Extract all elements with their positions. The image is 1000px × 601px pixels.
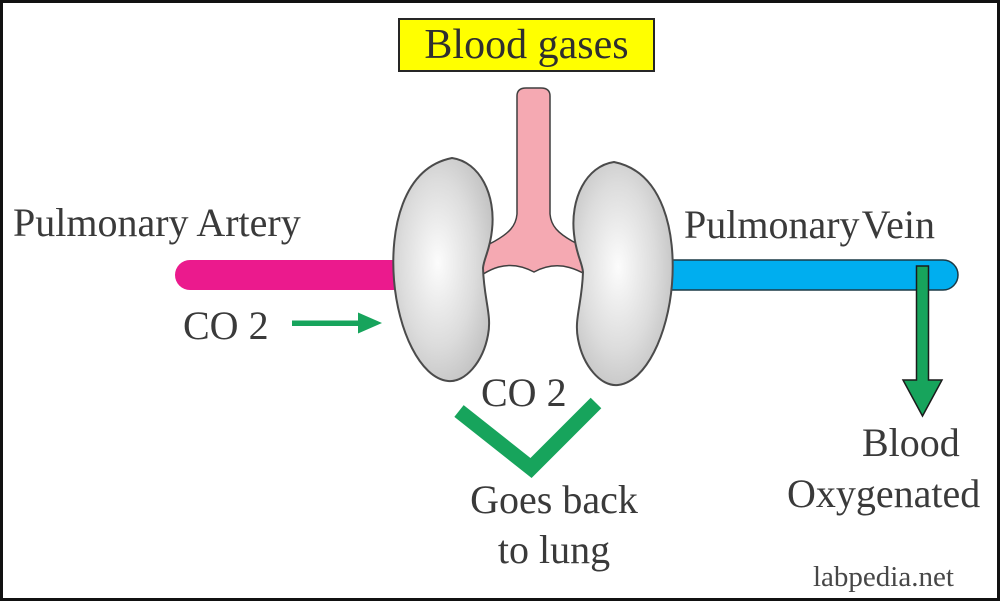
blood-gases-title: Blood gases — [398, 18, 655, 72]
co2-in-label: CO 2 — [183, 303, 269, 348]
left-lung — [392, 156, 494, 383]
pulmonary-artery-tube — [175, 260, 423, 290]
co2-return-label-line2: to lung — [497, 527, 611, 572]
oxygenated-blood-label-line1: Blood — [862, 420, 960, 465]
co2-return-chevron-icon — [454, 397, 602, 479]
co2-return-label-line1: Goes back — [470, 477, 638, 522]
pulmonary-vein-tube — [629, 259, 959, 291]
diagram-artwork — [175, 87, 959, 479]
pulmonary-vein-label: Pulmonary Vein — [684, 202, 935, 247]
oxygenated-blood-label-line2: Oxygenated — [787, 471, 981, 516]
co2-out-label: CO 2 — [481, 370, 567, 415]
right-lung — [572, 160, 674, 387]
co2-flow-arrow-icon — [292, 312, 382, 334]
watermark-text: labpedia.net — [813, 561, 954, 593]
blood-gases-title-text: Blood gases — [424, 22, 629, 68]
oxygenated-flow-arrow-icon — [901, 265, 944, 418]
pulmonary-artery-label: Pulmonary Artery — [13, 200, 301, 245]
